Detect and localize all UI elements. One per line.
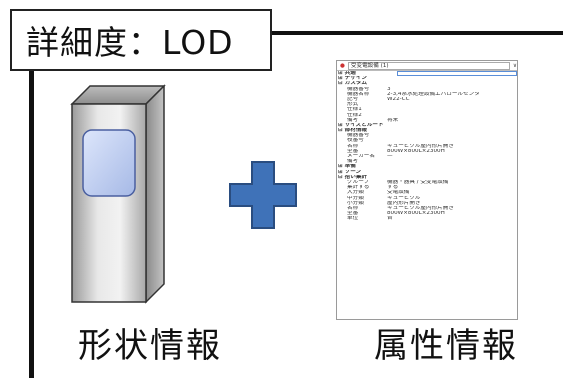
property-row[interactable]: 名称 キュービクル屋内形片開き xyxy=(337,206,517,211)
cabinet-side xyxy=(145,84,165,304)
property-row[interactable]: 仕様1 xyxy=(337,107,517,112)
property-value: 2-3,4系水処理設備エハロールセンタ xyxy=(387,91,480,97)
property-value: キュービクル xyxy=(387,195,421,201)
property-row[interactable]: 型番 800W×800L×2300H xyxy=(337,211,517,216)
property-value: 受電設備 xyxy=(387,190,410,196)
property-row[interactable]: 単位 台 xyxy=(337,216,517,221)
property-category[interactable]: ⊞ 準備 xyxy=(337,164,517,169)
property-key: 仕様2 xyxy=(347,112,362,118)
property-row[interactable]: 記号 W22-CC xyxy=(337,97,517,102)
property-row[interactable]: 集計する する xyxy=(337,185,517,190)
property-row[interactable]: 枝番号 xyxy=(337,138,517,143)
property-category[interactable]: ⊟ カスタム xyxy=(337,81,517,86)
family-icon: ● xyxy=(340,62,345,69)
property-key: 集計する xyxy=(347,185,370,191)
property-category[interactable]: ⊟ 部材情報 xyxy=(337,128,517,133)
property-row[interactable]: 備考 xyxy=(337,159,517,164)
property-key: 単位 xyxy=(347,216,359,222)
cabinet-window xyxy=(82,129,136,197)
property-value xyxy=(397,71,517,77)
property-key: 枝番号 xyxy=(347,138,364,144)
property-value: 3 xyxy=(387,86,391,92)
property-row[interactable]: 機器番号 xyxy=(337,133,517,138)
property-key: 備考 xyxy=(347,159,359,165)
property-row[interactable]: 機器名称 2-3,4系水処理設備エハロールセンタ xyxy=(337,92,517,97)
property-value: 台 xyxy=(387,216,393,222)
property-key: ⊟ 部材情報 xyxy=(338,128,368,134)
property-row[interactable]: 備考 将来 xyxy=(337,118,517,123)
property-key: 備考 xyxy=(347,117,359,123)
property-row[interactable]: 型番 800W×800L×2300H xyxy=(337,149,517,154)
property-row[interactable]: グループ 機器・器具 / 受変電設備 xyxy=(337,180,517,185)
property-key: ⊞ デザイン xyxy=(338,76,368,82)
property-category[interactable]: ⊞ デザイン xyxy=(337,76,517,81)
property-key: 型番 xyxy=(347,211,359,217)
property-value: — xyxy=(387,154,393,159)
property-key: 機器番号 xyxy=(347,86,370,92)
property-key: 大分類 xyxy=(347,190,364,196)
shape-info-caption: 形状情報 xyxy=(78,326,222,366)
property-category[interactable]: ⊞ ゾーン xyxy=(337,170,517,175)
property-row[interactable]: 大分類 受電設備 xyxy=(337,190,517,195)
property-key: 名称 xyxy=(347,143,359,149)
property-row[interactable]: メーカー名 — xyxy=(337,154,517,159)
property-value: 屋内形片開き xyxy=(387,200,421,206)
property-key: ⊟ 拾い集計 xyxy=(338,174,368,180)
property-value: 800W×800L×2300H xyxy=(387,148,445,154)
property-value: 800W×800L×2300H xyxy=(387,211,445,217)
property-category[interactable]: ⊟ 拾い集計 xyxy=(337,175,517,180)
property-row[interactable]: 形式 xyxy=(337,102,517,107)
frame-top-line xyxy=(270,31,563,35)
property-value: キュービクル屋内形片開き xyxy=(387,143,454,149)
property-row[interactable]: 仕様2 xyxy=(337,113,517,118)
property-category[interactable]: ⊞ サイズとルート xyxy=(337,123,517,128)
family-selector[interactable]: 受変電設備 (1) xyxy=(347,61,510,70)
property-row[interactable]: 機器番号 3 xyxy=(337,87,517,92)
property-key: ⊞ 共通 xyxy=(338,71,356,76)
property-key: 名称 xyxy=(347,205,359,211)
property-key: ⊞ ゾーン xyxy=(338,169,362,175)
page-title: 詳細度：LOD xyxy=(26,23,234,62)
property-value: 将来 xyxy=(387,117,399,123)
property-key: 機器名称 xyxy=(347,91,370,97)
property-key: ⊟ カスタム xyxy=(338,81,368,87)
attribute-info-caption: 属性情報 xyxy=(374,326,518,366)
property-key: 中分類 xyxy=(347,195,364,201)
property-key: グループ xyxy=(347,179,370,185)
plus-icon xyxy=(229,161,297,229)
cubicle-cabinet-icon xyxy=(70,84,166,304)
properties-header: ● 受変電設備 (1) ∨ xyxy=(337,61,517,71)
property-value: W22-CC xyxy=(387,96,410,102)
property-key: 記号 xyxy=(347,96,359,102)
frame-left-line xyxy=(29,68,34,378)
property-row[interactable]: 名称 キュービクル屋内形片開き xyxy=(337,144,517,149)
property-key: 機器番号 xyxy=(347,133,370,139)
property-value: 機器・器具 / 受変電設備 xyxy=(387,179,449,185)
property-key: ⊞ サイズとルート xyxy=(338,122,384,128)
property-row[interactable]: 小分類 屋内形片開き xyxy=(337,201,517,206)
property-key: 型番 xyxy=(347,148,359,154)
property-key: ⊞ 準備 xyxy=(338,164,356,170)
chevron-down-icon[interactable]: ∨ xyxy=(512,62,517,69)
property-category[interactable]: ⊞ 共通 xyxy=(337,71,517,77)
property-key: メーカー名 xyxy=(347,154,375,159)
property-key: 仕様1 xyxy=(347,107,362,113)
title-box: 詳細度：LOD xyxy=(10,9,272,71)
property-value: する xyxy=(387,185,399,191)
property-key: 小分類 xyxy=(347,200,364,206)
property-row[interactable]: 中分類 キュービクル xyxy=(337,196,517,201)
property-value: キュービクル屋内形片開き xyxy=(387,205,454,211)
property-key: 形式 xyxy=(347,102,359,108)
